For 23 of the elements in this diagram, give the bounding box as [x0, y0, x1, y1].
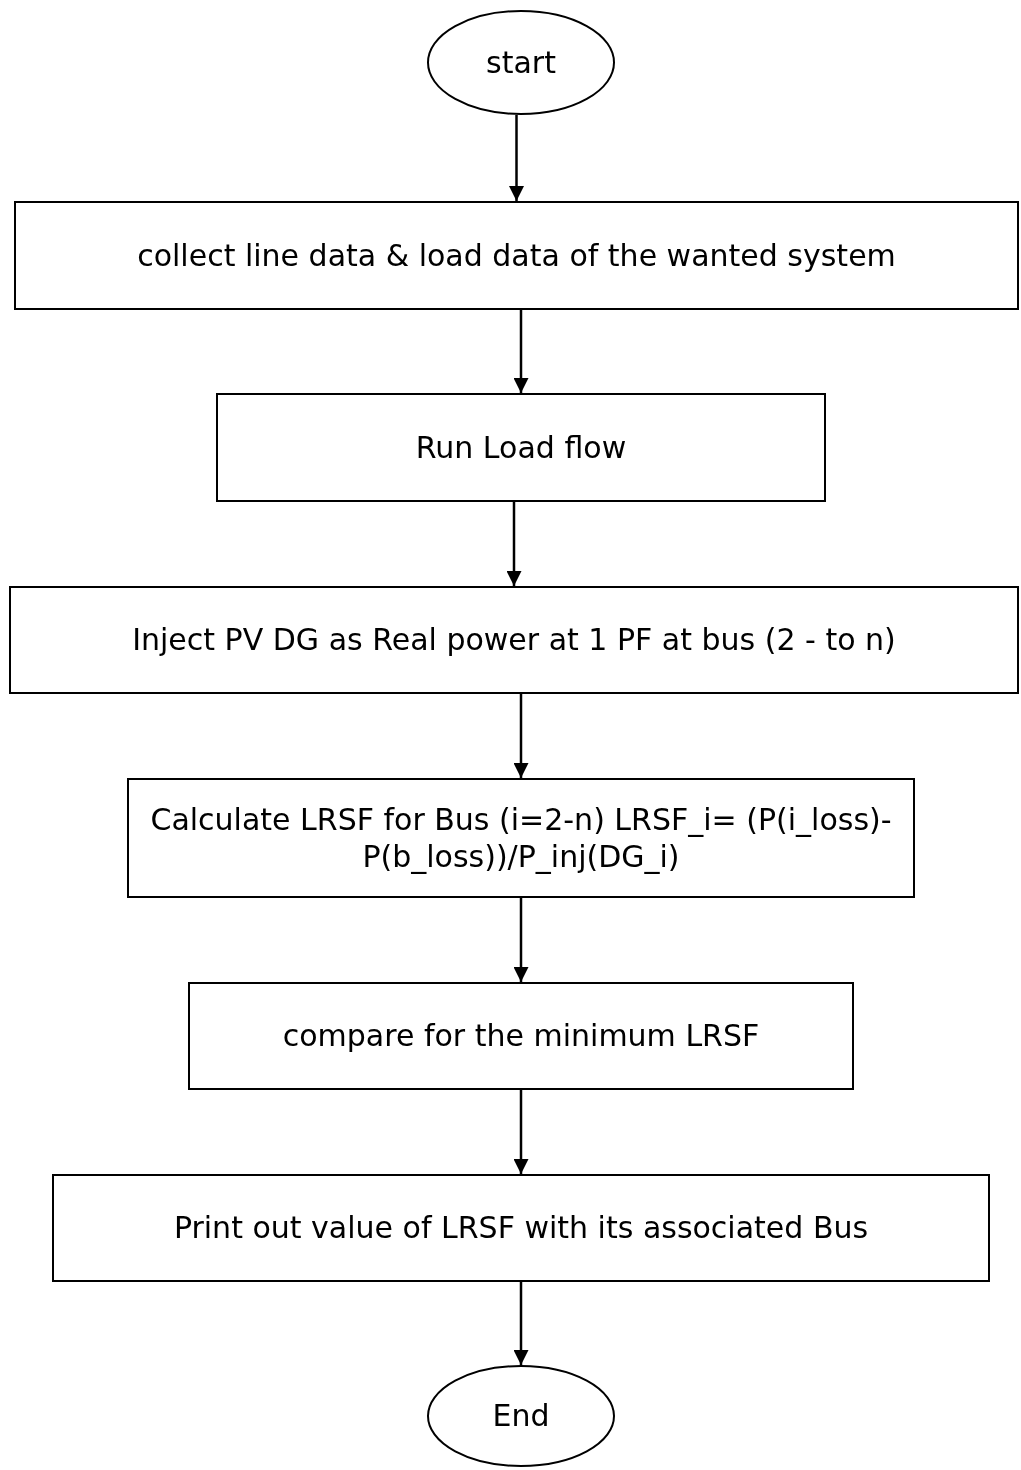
process-box [14, 201, 1019, 310]
arrow [513, 1090, 529, 1174]
node-label: Inject PV DG as Real power at 1 PF at bus (2 - to n) [131, 621, 897, 659]
process-box [9, 586, 1019, 694]
terminal-ellipse [427, 10, 615, 115]
process-box [188, 982, 854, 1090]
node-label: start [485, 43, 557, 82]
arrow [509, 115, 524, 201]
node-label: Print out value of LRSF with its associated Bus [172, 1209, 870, 1247]
terminal-ellipse [427, 1365, 615, 1467]
arrow [513, 1282, 529, 1365]
arrow [513, 310, 529, 393]
node-label: collect line data & load data of the wanted system [136, 236, 897, 275]
arrow [513, 898, 529, 982]
node-label: Calculate LRSF for Bus (i=2-n) LRSF_i= (P(i_loss)-P(b_loss))/P_inj(DG_i) [149, 800, 893, 876]
node-label: Run Load flow [414, 428, 628, 467]
process-box [127, 778, 915, 898]
process-box [52, 1174, 990, 1282]
node-label: compare for the minimum LRSF [281, 1017, 761, 1055]
arrow [506, 502, 522, 586]
process-box [216, 393, 826, 502]
node-label: End [491, 1397, 551, 1435]
arrow [513, 694, 529, 778]
